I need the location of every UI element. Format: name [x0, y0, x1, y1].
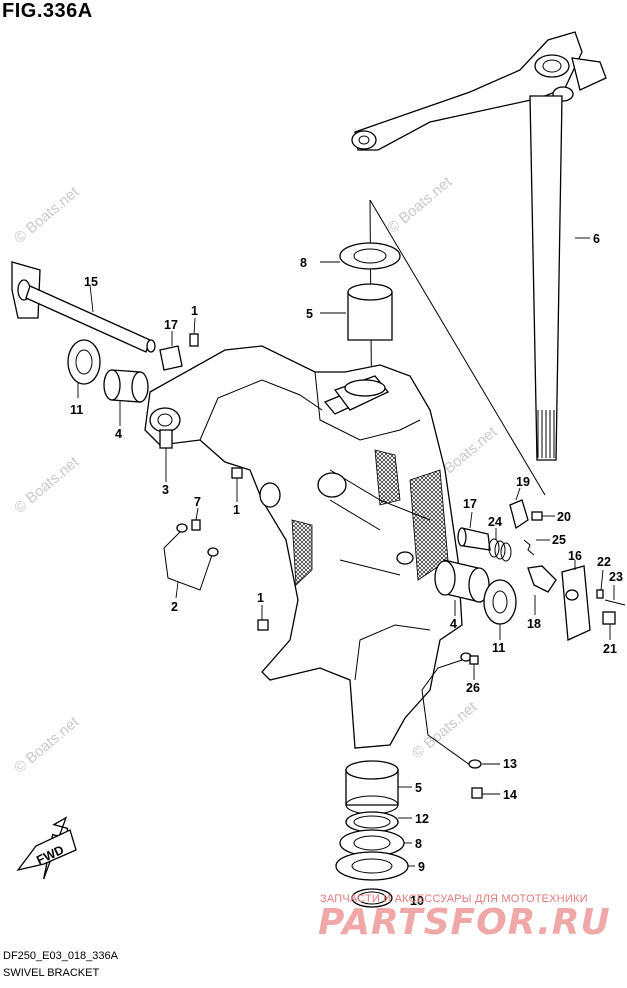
callout-10: 10 [410, 894, 424, 908]
callout-17b: 17 [463, 497, 477, 511]
right-bushing-part [434, 559, 490, 616]
callout-18: 18 [527, 617, 541, 631]
brand-subtitle: ЗАПЧАСТИ И АКСЕССУАРЫ ДЛЯ МОТОТЕХНИКИ [320, 893, 588, 905]
figure-code: DF250_E03_018_336A [3, 950, 118, 962]
left-bushing-part [103, 369, 149, 426]
callout-26: 26 [466, 681, 480, 695]
callout-2: 2 [171, 600, 178, 614]
callout-25: 25 [552, 533, 566, 547]
callout-13: 13 [503, 757, 517, 771]
ground-wire-2-part [163, 523, 219, 599]
callout-4b: 4 [450, 617, 457, 631]
right-washer-part [483, 579, 517, 640]
callout-21: 21 [603, 642, 617, 656]
screw-1-low-part [257, 605, 269, 631]
callout-11a: 11 [70, 403, 83, 417]
callout-5a: 5 [306, 307, 313, 321]
figure-name: SWIVEL BRACKET [3, 967, 100, 979]
callout-11b: 11 [492, 641, 505, 655]
callout-8b: 8 [415, 837, 422, 851]
left-washer-part [67, 339, 101, 398]
callout-23: 23 [609, 570, 623, 584]
ground-wire-13-part [421, 652, 500, 799]
bolt-3-part [159, 429, 173, 482]
grease-nipple-part [159, 317, 199, 371]
callout-1a: 1 [191, 304, 198, 318]
callout-5b: 5 [415, 781, 422, 795]
callout-14: 14 [503, 788, 517, 802]
spring-24-part [488, 528, 512, 562]
brand-logo: PARTSFOR.RU [318, 902, 611, 943]
callout-6: 6 [593, 232, 600, 246]
callout-12: 12 [415, 812, 429, 826]
callout-20: 20 [557, 510, 571, 524]
nipple-17-right-part [457, 511, 491, 551]
callout-labels: 6 8 5 15 1 17 11 4 3 1 7 2 1 19 20 17 24… [70, 232, 623, 908]
screw-1-mid-part [231, 467, 243, 502]
through-tube-part [11, 261, 156, 353]
callout-17a: 17 [164, 318, 178, 332]
callout-24: 24 [488, 515, 502, 529]
callout-22: 22 [597, 555, 611, 569]
steering-shaft-part [351, 31, 607, 461]
swivel-bracket-body [144, 345, 463, 749]
lower-bushing-stack [335, 760, 415, 908]
fwd-arrow: FWD [16, 816, 77, 880]
callout-4a: 4 [115, 427, 122, 441]
callout-3: 3 [162, 483, 169, 497]
callout-7: 7 [194, 495, 201, 509]
callout-15: 15 [84, 275, 98, 289]
callout-8a: 8 [300, 256, 307, 270]
callout-1b: 1 [233, 503, 240, 517]
callout-19: 19 [516, 475, 530, 489]
callout-16: 16 [568, 549, 582, 563]
figure-title: FIG.336A [2, 0, 93, 22]
bolt-7-part [191, 507, 201, 531]
trim-stopper-parts [509, 487, 626, 641]
callout-1c: 1 [257, 591, 264, 605]
callout-9: 9 [418, 860, 425, 874]
